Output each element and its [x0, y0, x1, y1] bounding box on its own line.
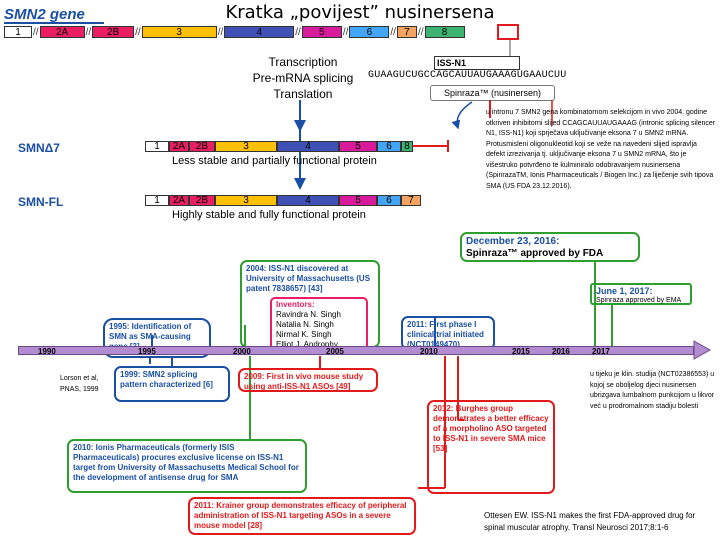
inventor-1: Ravindra N. Singh — [276, 310, 341, 319]
intron-break: // — [417, 26, 424, 38]
exon-2B: 2B — [189, 195, 215, 206]
gene-underline — [4, 22, 104, 24]
event-2011-krainer: 2011: Krainer group demonstrates efficac… — [188, 497, 416, 535]
event-2012: 2012: Burghes group demonstrates a bette… — [427, 400, 555, 494]
exon-5: 5 — [339, 141, 377, 152]
year-1995: 1995 — [138, 347, 156, 356]
intron-break: // — [217, 26, 224, 38]
event-2004-text: 2004: ISS-N1 discovered at University of… — [246, 264, 371, 293]
exon-7: 7 — [396, 26, 417, 38]
exon-3: 3 — [141, 26, 217, 38]
smn-d7-desc: Less stable and partially functional pro… — [172, 155, 377, 167]
event-2011-phase1: 2011: First phase I clinical trial initi… — [401, 316, 495, 350]
inventor-2: Natalia N. Singh — [276, 320, 334, 329]
gene-label: SMN2 gene — [4, 6, 85, 23]
event-2017-date: June 1, 2017: — [596, 286, 653, 296]
exon-6: 6 — [377, 141, 401, 152]
exon-1: 1 — [145, 141, 169, 152]
intron-break: // — [85, 26, 92, 38]
exon-4: 4 — [277, 195, 339, 206]
event-2009: 2009: First in vivo mouse study using an… — [238, 368, 378, 392]
intron-break: // — [342, 26, 349, 38]
smn-fl-desc: Highly stable and fully functional prote… — [172, 209, 366, 221]
iss-n1-label: ISS-N1 — [437, 58, 467, 68]
intron-break: // — [33, 26, 39, 38]
note-arrow — [451, 101, 473, 130]
event-1999: 1999: SMN2 splicing pattern characterize… — [114, 366, 230, 402]
intron-break: // — [135, 26, 141, 38]
iss-n1-box — [434, 56, 520, 70]
exon-2A: 2A — [169, 141, 189, 152]
exon-5: 5 — [339, 195, 377, 206]
event-2017-text: Spinraza approved by EMA — [596, 297, 682, 304]
event-2016-date: December 23, 2016: — [466, 236, 560, 247]
processes: Transcription Pre-mRNA splicing Translat… — [188, 54, 418, 102]
event-2016-text: Spinraza™ approved by FDA — [466, 248, 604, 259]
translation-label: Translation — [273, 87, 333, 101]
smn-d7-label: SMNΔ7 — [18, 141, 60, 155]
exon-7: 7 — [401, 195, 421, 206]
note-iss-description: u intronu 7 SMN2 gena kombinatornom sele… — [486, 109, 716, 190]
event-2016-fda: December 23, 2016: Spinraza™ approved by… — [460, 232, 640, 262]
exon-3: 3 — [215, 195, 277, 206]
exon-8: 8 — [401, 141, 413, 152]
intron-sequence: GUAAGUCUGCCAGCAUUAUGAAAGUGAAUCUU — [368, 70, 567, 81]
year-2000: 2000 — [233, 347, 251, 356]
intron-break: // — [295, 26, 301, 38]
page-title: Kratka „povijest” nusinersena — [225, 2, 495, 23]
spinraza-box: Spinraza™ (nusinersen) — [430, 85, 555, 101]
exon-2A: 2A — [39, 26, 85, 38]
exon-8: 8 — [424, 26, 465, 38]
smn-fl-label: SMN-FL — [18, 195, 64, 209]
note-clinical-study: u tijeku je klin. studija (NCT02386553) … — [590, 371, 715, 410]
exon-6: 6 — [349, 26, 390, 38]
year-2016: 2016 — [552, 347, 570, 356]
timeline-arrowhead — [693, 340, 712, 360]
exon-2B: 2B — [189, 141, 215, 152]
year-2015: 2015 — [512, 347, 530, 356]
exon-2B: 2B — [92, 26, 135, 38]
event-2010: 2010: Ionis Pharmaceuticals (formerly IS… — [67, 439, 307, 493]
splicing-label: Pre-mRNA splicing — [252, 71, 354, 85]
intron-break: // — [390, 26, 396, 38]
exon7-highlight — [497, 24, 519, 40]
year-2017: 2017 — [592, 347, 610, 356]
inventor-3: Nirmal K. Singh — [276, 330, 332, 339]
transcription-label: Transcription — [268, 55, 338, 69]
event-2004: 2004: ISS-N1 discovered at University of… — [240, 260, 380, 353]
cite-lorson: Lorson et al, PNAS, 1999 — [60, 375, 99, 393]
event-2017-ema: June 1, 2017: Spinraza approved by EMA — [590, 283, 692, 305]
inventors-box: Inventors: Ravindra N. Singh Natalia N. … — [270, 297, 368, 353]
exon-1: 1 — [4, 26, 32, 38]
exon-2A: 2A — [169, 195, 189, 206]
inventor-4: Elliot J. Androphy — [276, 340, 338, 349]
inventors-title: Inventors: — [276, 300, 315, 309]
year-1990: 1990 — [38, 347, 56, 356]
timeline-bar — [18, 346, 694, 355]
gene-exon-row: 1//2A//2B//3//4//5//6//7//8 — [4, 26, 592, 38]
exon-4: 4 — [277, 141, 339, 152]
exon-5: 5 — [301, 26, 342, 38]
exon-4: 4 — [224, 26, 295, 38]
citation: Ottesen EW. ISS-N1 makes the first FDA-a… — [484, 511, 696, 532]
year-2005: 2005 — [326, 347, 344, 356]
exon-3: 3 — [215, 141, 277, 152]
exon-1: 1 — [145, 195, 169, 206]
year-2010: 2010 — [420, 347, 438, 356]
exon-6: 6 — [377, 195, 401, 206]
